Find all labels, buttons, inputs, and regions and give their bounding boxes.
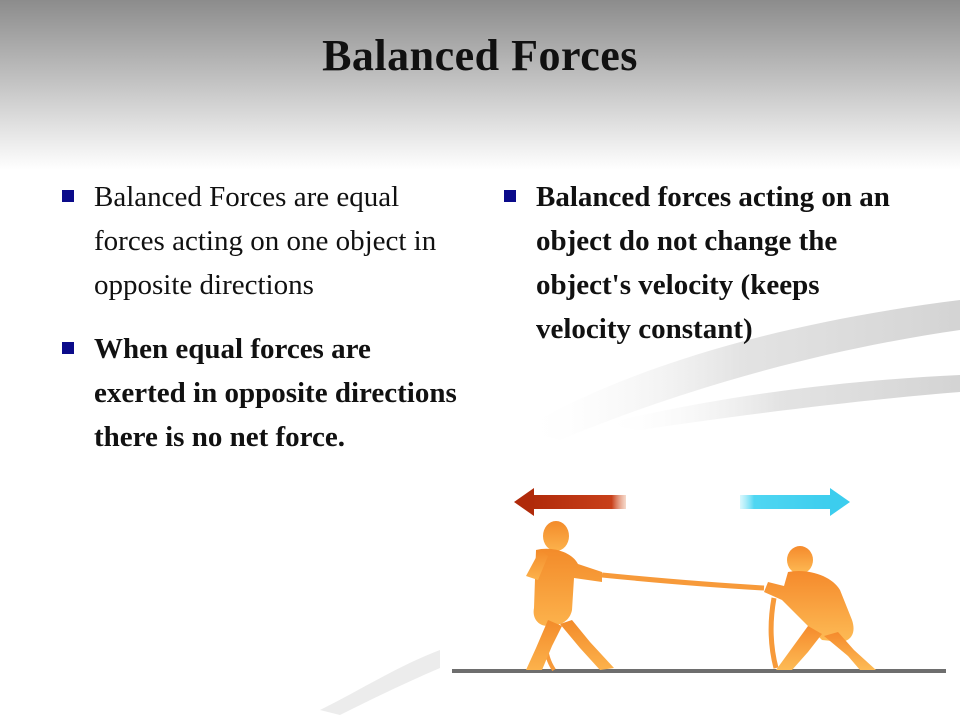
square-bullet-icon [62,190,74,202]
bullet-item: Balanced forces acting on an object do n… [500,175,920,351]
slide-title: Balanced Forces [322,31,638,80]
header-gradient [0,0,960,170]
left-figure [526,521,614,670]
bullet-text: Balanced Forces are equal forces acting … [94,181,437,301]
bullet-item: When equal forces are exerted in opposit… [58,327,458,459]
square-bullet-icon [62,342,74,354]
left-column: Balanced Forces are equal forces acting … [58,175,458,479]
right-column: Balanced forces acting on an object do n… [500,175,920,371]
ground-line [452,669,946,673]
arrow-right-icon [740,488,850,516]
right-figure [764,546,876,670]
arrow-left-icon [514,488,626,516]
bullet-item: Balanced Forces are equal forces acting … [58,175,458,307]
bullet-text: When equal forces are exerted in opposit… [94,333,457,453]
tug-of-war-illustration [452,488,946,673]
bullet-text: Balanced forces acting on an object do n… [536,181,890,345]
square-bullet-icon [504,190,516,202]
